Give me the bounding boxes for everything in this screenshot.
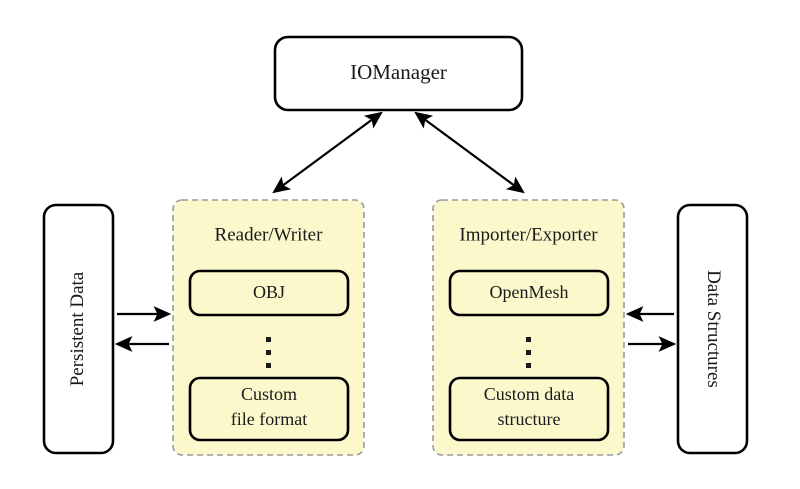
- item-obj-label: OBJ: [253, 282, 285, 302]
- edge-manager-reader-writer: [272, 111, 383, 194]
- item-openmesh-box[interactable]: [448, 269, 610, 317]
- panel-importer-exporter[interactable]: Importer/Exporter OpenMesh Custom data s…: [432, 199, 625, 456]
- panel-importer-exporter-ellipsis-icon: [526, 337, 531, 368]
- panel-reader-writer-title: Reader/Writer: [215, 224, 324, 245]
- node-persistent-data-label: Persistent Data: [67, 271, 88, 386]
- item-custom-file-format-box[interactable]: [188, 376, 350, 442]
- panel-reader-writer-ellipsis-icon: [266, 337, 271, 368]
- node-iomanager-box: [273, 35, 524, 112]
- edge-manager-importer-exporter: [414, 111, 525, 194]
- node-data-structures-label: Data Structures: [703, 270, 724, 388]
- item-custom-data-structure-box[interactable]: [448, 376, 610, 442]
- item-custom-data-structure-label-line2: structure: [498, 409, 561, 429]
- node-persistent-data-box: [42, 203, 115, 455]
- node-iomanager-label: IOManager: [350, 60, 447, 84]
- item-custom-file-format-label-line2: file format: [231, 409, 307, 429]
- node-iomanager[interactable]: IOManager: [273, 35, 524, 112]
- node-data-structures[interactable]: Data Structures: [676, 203, 749, 455]
- item-obj-box[interactable]: [188, 269, 350, 317]
- node-persistent-data[interactable]: Persistent Data: [42, 203, 115, 455]
- panel-importer-exporter-title: Importer/Exporter: [459, 224, 598, 245]
- item-custom-data-structure-label-line1: Custom data: [484, 384, 575, 404]
- node-data-structures-box: [676, 203, 749, 455]
- item-openmesh-label: OpenMesh: [490, 282, 569, 302]
- item-custom-file-format-label-line1: Custom: [241, 384, 297, 404]
- panel-reader-writer[interactable]: Reader/Writer OBJ Custom file format: [172, 199, 365, 456]
